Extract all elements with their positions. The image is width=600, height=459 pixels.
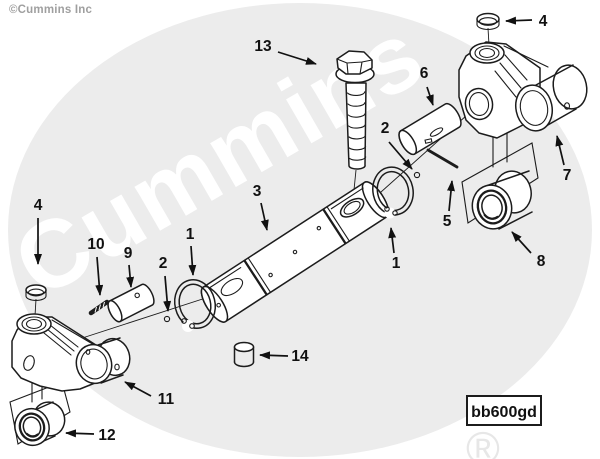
rocker-lever-11 (11, 313, 131, 392)
callout-1-left-number: 1 (186, 226, 195, 243)
ring-hook (189, 323, 195, 329)
callout-7: 7 (555, 135, 572, 184)
callout-3-arrow (260, 202, 269, 231)
roller-12 (14, 401, 66, 447)
ball-2-left (163, 315, 171, 323)
shaft-bore-left (220, 277, 244, 297)
callout-3-number: 3 (253, 183, 262, 200)
figure-code: bb600gd (466, 395, 542, 426)
callout-14: 14 (259, 348, 309, 365)
callout-4-left: 4 (34, 197, 43, 265)
cup-plug-14 (233, 341, 255, 368)
pin-slot (429, 127, 444, 137)
callout-5-number: 5 (443, 213, 452, 230)
callout-4-top-right-arrow (505, 16, 533, 25)
callout-9: 9 (124, 245, 135, 288)
callout-8: 8 (511, 231, 546, 270)
figure-code-text: bb600gd (471, 404, 537, 421)
shaft-end-hole (216, 302, 221, 308)
callout-2-right-number: 2 (381, 120, 390, 137)
callout-2-left-number: 2 (159, 255, 168, 272)
ring-hook (181, 318, 187, 324)
plug-4-right (476, 12, 500, 31)
roller-8 (471, 170, 533, 230)
callout-14-arrow (259, 351, 289, 360)
callout-12-number: 12 (98, 427, 115, 444)
callout-9-number: 9 (124, 245, 133, 262)
callout-11-arrow (124, 381, 152, 397)
ball-2-right (413, 171, 421, 179)
callout-13: 13 (254, 38, 317, 65)
bolt-13 (335, 50, 375, 170)
retaining-ring-1-right (372, 166, 414, 219)
callout-10: 10 (87, 236, 105, 296)
callout-2-right-arrow (388, 141, 413, 170)
oil-hole (292, 249, 298, 255)
callout-4-top-right: 4 (505, 13, 548, 30)
callout-4-top-right-number: 4 (539, 13, 548, 30)
callout-10-number: 10 (87, 236, 104, 253)
callout-6: 6 (420, 65, 434, 106)
callout-9-arrow (126, 264, 135, 288)
callout-7-number: 7 (563, 167, 572, 184)
bracket-slot (23, 355, 35, 371)
callout-13-arrow (277, 51, 317, 65)
callout-13-number: 13 (254, 38, 272, 55)
callout-10-arrow (95, 256, 104, 296)
lever-face-hole (85, 349, 91, 355)
retaining-ring-1-left (173, 278, 217, 332)
callout-8-number: 8 (537, 253, 546, 270)
callout-5: 5 (443, 180, 455, 230)
callout-1-left: 1 (186, 226, 197, 276)
callout-12: 12 (65, 427, 116, 444)
slot-plate-8 (461, 130, 539, 224)
callout-6-arrow (426, 86, 434, 106)
registered-trademark-icon: ® (466, 422, 500, 459)
ring-hook (392, 210, 398, 216)
callout-11-number: 11 (158, 391, 175, 408)
copyright-text: ©Cummins Inc (9, 4, 92, 16)
callout-1-left-arrow (188, 245, 197, 276)
callout-2-left-arrow (163, 275, 172, 312)
rocker-lever-7 (458, 41, 588, 139)
lever-side-hole (114, 363, 120, 371)
callout-1-middle-arrow (388, 227, 397, 254)
callout-7-arrow (555, 135, 565, 166)
callout-1-middle: 1 (388, 227, 401, 272)
callout-12-arrow (65, 429, 95, 438)
callout-2-right: 2 (381, 120, 413, 170)
callout-1-middle-number: 1 (392, 255, 401, 272)
dowel-pin-5 (426, 148, 459, 169)
plug-4-left (25, 284, 47, 302)
lever-side-hole (563, 102, 571, 110)
callout-5-arrow (447, 180, 455, 212)
shaft-bore-right (339, 197, 365, 218)
callout-8-arrow (511, 231, 532, 254)
oil-hole (268, 272, 273, 278)
figure-code-box (466, 395, 542, 426)
callout-2-left: 2 (159, 255, 172, 312)
pin-9 (107, 283, 155, 323)
callout-11: 11 (124, 381, 175, 408)
ring-hook (384, 206, 390, 212)
roll-pin-10 (88, 299, 110, 316)
pin-6 (398, 102, 462, 156)
callout-4-left-number: 4 (34, 197, 43, 214)
pin-hole (134, 292, 140, 299)
oil-hole (316, 225, 322, 231)
callout-6-number: 6 (420, 65, 429, 82)
callout-14-number: 14 (291, 348, 309, 365)
callout-3: 3 (253, 183, 269, 231)
